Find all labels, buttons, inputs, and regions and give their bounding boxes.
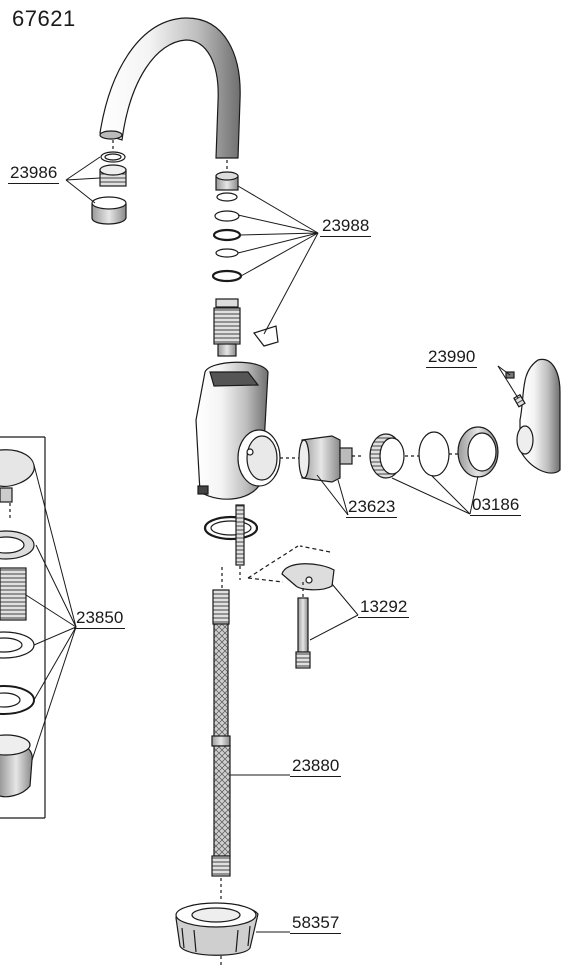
aerator-assembly: [91, 140, 127, 225]
drain-assembly: [0, 436, 46, 819]
handle: [505, 358, 561, 474]
retainer-nut: [369, 426, 499, 479]
part-label-set-screw: 23990: [426, 347, 478, 368]
shank: [203, 504, 259, 580]
cartridge: [298, 435, 362, 483]
part-label-aerator: 23986: [8, 163, 60, 184]
part-label-cartridge: 23623: [346, 497, 398, 518]
part-label-retainer-nut: 03186: [470, 495, 522, 516]
part-label-drain: 23850: [74, 608, 126, 629]
part-label-escutcheon: 58357: [290, 913, 342, 934]
part-label-supply-hose: 23880: [290, 756, 342, 777]
part-label-seals-kit: 23988: [320, 216, 372, 237]
model-number: 67621: [12, 6, 76, 31]
supply-hose: [211, 567, 231, 966]
escutcheon: [175, 902, 259, 956]
mounting-kit: [247, 545, 335, 669]
faucet-body: [195, 361, 300, 500]
part-label-mounting-kit: 13292: [358, 597, 410, 618]
spout: [99, 17, 241, 159]
leader-lines: [25, 156, 519, 933]
seals-stack: [211, 160, 279, 357]
